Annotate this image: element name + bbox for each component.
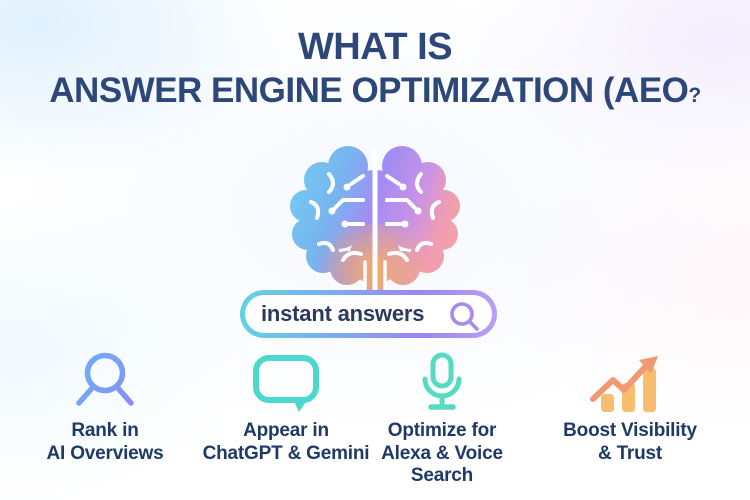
title-line-2: ANSWER ENGINE OPTIMIZATION (AEO? [49, 71, 701, 110]
page-title: WHAT IS ANSWER ENGINE OPTIMIZATION (AEO? [0, 24, 750, 117]
feature-rank-ai-overviews: Rank in AI Overviews [25, 352, 185, 465]
brain-circuit-icon [290, 146, 460, 292]
chat-bubble-icon [253, 355, 319, 412]
growth-chart-icon [590, 356, 658, 412]
search-query-text: instant answers [261, 301, 425, 326]
feature-label: Rank in AI Overviews [46, 420, 164, 464]
search-input[interactable]: instant answers [240, 290, 497, 338]
feature-label: Boost Visibility & Trust [563, 420, 697, 464]
microphone-icon [422, 352, 462, 410]
feature-appear-chatgpt-gemini: Appear in ChatGPT & Gemini [196, 352, 376, 465]
ai-search-icon [76, 352, 134, 406]
search-icon [450, 302, 479, 331]
feature-label: Optimize for Alexa & Voice Search [381, 420, 503, 486]
title-line-1: WHAT IS [297, 26, 453, 68]
feature-boost-visibility-trust: Boost Visibility & Trust [540, 352, 720, 465]
feature-optimize-voice-search: Optimize for Alexa & Voice Search [352, 352, 532, 488]
title-question-mark: ? [688, 84, 701, 107]
feature-label: Appear in ChatGPT & Gemini [202, 420, 370, 464]
